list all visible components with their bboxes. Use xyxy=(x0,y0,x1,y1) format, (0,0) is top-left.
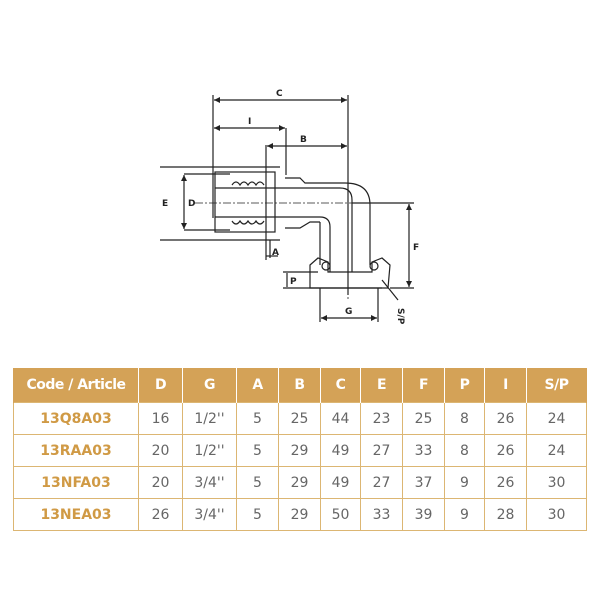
column-header: C xyxy=(320,368,361,403)
value-cell: 5 xyxy=(236,498,279,531)
label-a: A xyxy=(272,248,279,258)
value-cell: 33 xyxy=(360,498,403,531)
value-cell: 37 xyxy=(402,466,445,499)
label-e: E xyxy=(162,199,168,209)
value-cell: 29 xyxy=(278,498,321,531)
value-cell: 9 xyxy=(444,466,485,499)
label-i: I xyxy=(248,117,251,127)
value-cell: 24 xyxy=(526,402,587,435)
value-cell: 5 xyxy=(236,402,279,435)
value-cell: 8 xyxy=(444,434,485,467)
article-code-cell: 13Q8A03 xyxy=(13,402,139,435)
value-cell: 26 xyxy=(138,498,183,531)
column-header: B xyxy=(278,368,321,403)
value-cell: 20 xyxy=(138,434,183,467)
label-sp: S/P xyxy=(395,308,405,325)
column-header: I xyxy=(484,368,527,403)
article-code-cell: 13NFA03 xyxy=(13,466,139,499)
column-header: Code / Article xyxy=(13,368,139,403)
value-cell: 25 xyxy=(402,402,445,435)
value-cell: 49 xyxy=(320,434,361,467)
label-g: G xyxy=(345,307,352,317)
article-code-cell: 13NEA03 xyxy=(13,498,139,531)
elbow-fitting-technical-drawing: C I B E D A F P G S/P xyxy=(160,89,419,325)
label-c: C xyxy=(276,89,283,99)
column-header: G xyxy=(182,368,237,403)
column-header: P xyxy=(444,368,485,403)
column-header: F xyxy=(402,368,445,403)
value-cell: 25 xyxy=(278,402,321,435)
value-cell: 29 xyxy=(278,434,321,467)
value-cell: 26 xyxy=(484,466,527,499)
column-header: A xyxy=(236,368,279,403)
value-cell: 28 xyxy=(484,498,527,531)
value-cell: 27 xyxy=(360,466,403,499)
label-b: B xyxy=(300,135,307,145)
value-cell: 23 xyxy=(360,402,403,435)
value-cell: 9 xyxy=(444,498,485,531)
value-cell: 29 xyxy=(278,466,321,499)
value-cell: 33 xyxy=(402,434,445,467)
value-cell: 24 xyxy=(526,434,587,467)
column-header: E xyxy=(360,368,403,403)
value-cell: 30 xyxy=(526,466,587,499)
value-cell: 20 xyxy=(138,466,183,499)
value-cell: 1/2'' xyxy=(182,402,237,435)
value-cell: 26 xyxy=(484,434,527,467)
article-code-cell: 13RAA03 xyxy=(13,434,139,467)
value-cell: 50 xyxy=(320,498,361,531)
value-cell: 3/4'' xyxy=(182,498,237,531)
column-header: S/P xyxy=(526,368,587,403)
column-header: D xyxy=(138,368,183,403)
value-cell: 39 xyxy=(402,498,445,531)
label-f: F xyxy=(413,243,419,253)
value-cell: 1/2'' xyxy=(182,434,237,467)
value-cell: 30 xyxy=(526,498,587,531)
value-cell: 5 xyxy=(236,466,279,499)
value-cell: 27 xyxy=(360,434,403,467)
value-cell: 16 xyxy=(138,402,183,435)
value-cell: 26 xyxy=(484,402,527,435)
label-p: P xyxy=(290,277,297,287)
value-cell: 44 xyxy=(320,402,361,435)
value-cell: 3/4'' xyxy=(182,466,237,499)
value-cell: 8 xyxy=(444,402,485,435)
value-cell: 49 xyxy=(320,466,361,499)
value-cell: 5 xyxy=(236,434,279,467)
label-d: D xyxy=(188,199,195,209)
